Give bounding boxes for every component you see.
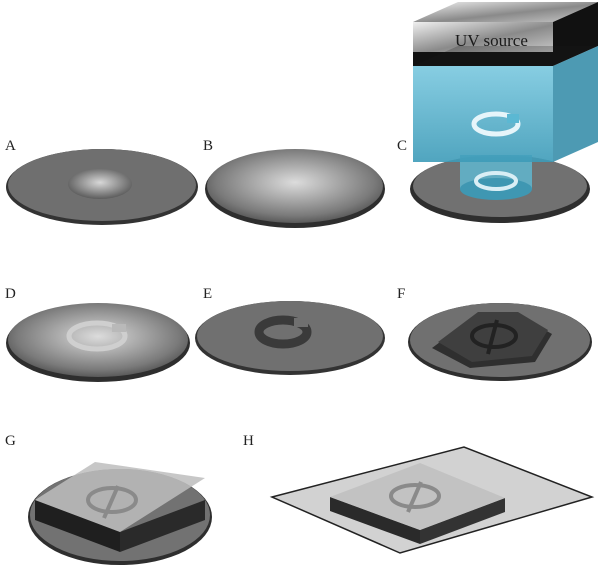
panel-g: G: [5, 433, 212, 565]
exposed-pattern-c: [474, 171, 518, 191]
panel-label-a: A: [5, 138, 16, 154]
resist-d: [8, 303, 188, 377]
device-channel-h: [406, 481, 423, 513]
panel-e: E: [195, 286, 385, 375]
uv-source-top: [413, 2, 598, 22]
latent-pattern-gap-d: [112, 324, 126, 332]
panel-label-g: G: [5, 433, 16, 449]
panel-h: H: [243, 433, 595, 554]
panel-label-d: D: [5, 286, 16, 302]
panel-c: C UV source: [397, 2, 598, 223]
panel-label-f: F: [397, 286, 405, 302]
panel-b: B: [203, 138, 385, 228]
pdms-block-top-g: [35, 462, 205, 532]
panel-a: A: [5, 138, 198, 225]
mask-side: [553, 46, 598, 162]
mask-pattern: [471, 111, 521, 137]
device-side-h: [330, 497, 420, 544]
uv-source-side: [553, 2, 598, 66]
device-top-h: [330, 463, 505, 530]
device-ring-h: [389, 483, 441, 509]
developed-structure-e: [254, 315, 312, 349]
mask-top-edge: [413, 46, 598, 66]
device-front-h: [420, 498, 505, 544]
panel-label-e: E: [203, 286, 212, 302]
mold-channel-f: [486, 319, 499, 355]
mask-pattern-gap: [507, 114, 519, 123]
uv-source-front: [413, 22, 553, 52]
panel-d: D: [5, 286, 190, 382]
wafer-e-top: [197, 301, 383, 371]
panel-f: F: [397, 286, 592, 381]
pdms-block-front-g: [120, 500, 205, 552]
pdms-channel-g: [102, 485, 120, 519]
uv-source-label: UV source: [455, 31, 528, 50]
uv-source-base: [413, 52, 553, 66]
pdms-ring-g: [86, 486, 138, 514]
panel-label-h: H: [243, 433, 254, 449]
pdms-block-side-g: [35, 500, 120, 552]
panel-label-b: B: [203, 138, 213, 154]
latent-pattern-d: [66, 320, 128, 352]
resist-drop-a: [68, 169, 132, 199]
spun-resist-b: [207, 149, 383, 223]
panel-label-c: C: [397, 138, 407, 154]
developed-structure-gap-e: [294, 318, 308, 327]
